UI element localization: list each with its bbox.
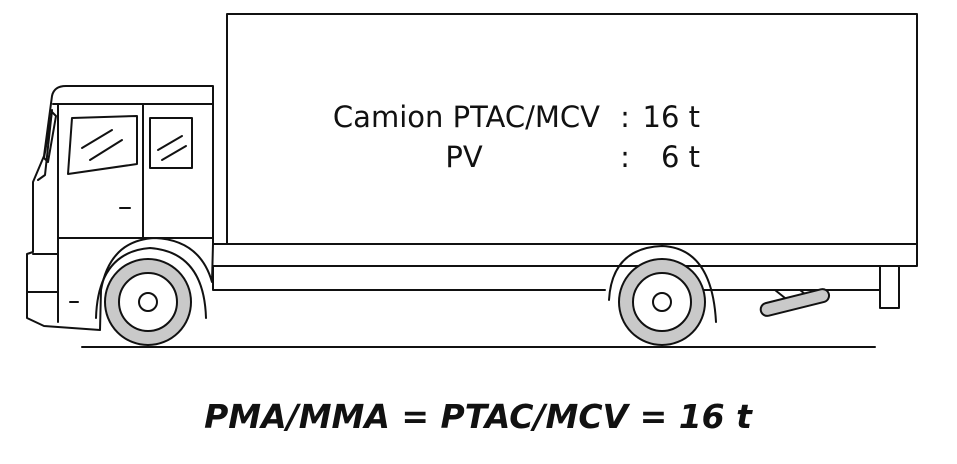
spec-separator-pv: : xyxy=(620,140,630,174)
cab-window-front xyxy=(67,115,138,175)
spec-value-pv: 6 t xyxy=(661,140,700,174)
support-leg xyxy=(759,288,831,317)
cab-window-side xyxy=(149,117,193,169)
rear-wheel-arch xyxy=(608,245,717,323)
spec-label-ptac: Camion PTAC/MCV xyxy=(333,100,600,134)
front-wheel xyxy=(104,258,192,346)
front-wheel-arch xyxy=(95,247,207,319)
spec-label-pv: PV xyxy=(445,140,482,174)
spec-value-ptac: 16 t xyxy=(643,100,701,134)
rear-wheel xyxy=(618,258,706,346)
mirror xyxy=(43,111,57,163)
weight-formula: PMA/MMA = PTAC/MCV = 16 t xyxy=(204,397,753,436)
spec-separator-ptac: : xyxy=(620,100,630,134)
